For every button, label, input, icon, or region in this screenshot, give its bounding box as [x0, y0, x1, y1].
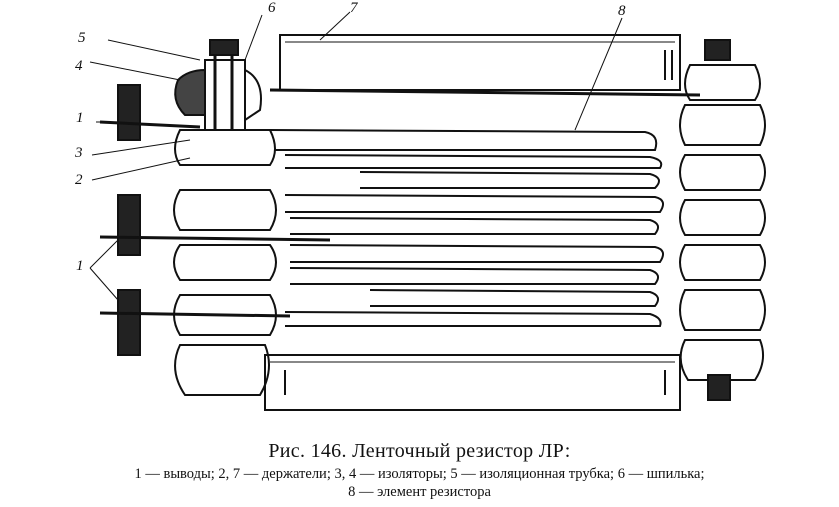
terminal-bottom	[99, 289, 291, 356]
left-insulator-stack	[173, 129, 277, 396]
top-holder	[279, 34, 681, 91]
callout-1-bottom: 1	[76, 258, 84, 274]
callout-2: 2	[75, 172, 83, 188]
bottom-holder	[264, 354, 681, 411]
callout-6: 6	[268, 0, 276, 16]
resistor-diagram: 5 4 1 3 2 1 6 7 8	[75, 0, 766, 411]
legend-line-1: 1 — выводы; 2, 7 — держатели; 3, 4 — изо…	[134, 466, 705, 482]
resistor-element-8	[269, 129, 665, 327]
callout-5: 5	[78, 30, 86, 46]
callout-3: 3	[75, 145, 83, 161]
callout-4: 4	[75, 58, 83, 74]
terminal-mid	[99, 194, 331, 256]
callout-1-top: 1	[76, 110, 84, 126]
callout-8: 8	[618, 3, 626, 19]
insulator-4	[174, 68, 206, 116]
right-insulator-stack	[679, 64, 766, 381]
figure-caption-legend: 1 — выводы; 2, 7 — держатели; 3, 4 — изо…	[0, 465, 839, 501]
legend-line-2: 8 — элемент резистора	[348, 484, 491, 500]
figure-caption-title: Рис. 146. Ленточный резистор ЛР:	[268, 440, 571, 462]
callout-7: 7	[350, 0, 358, 16]
resistor-drawing	[89, 11, 766, 411]
tube-5	[204, 59, 246, 131]
